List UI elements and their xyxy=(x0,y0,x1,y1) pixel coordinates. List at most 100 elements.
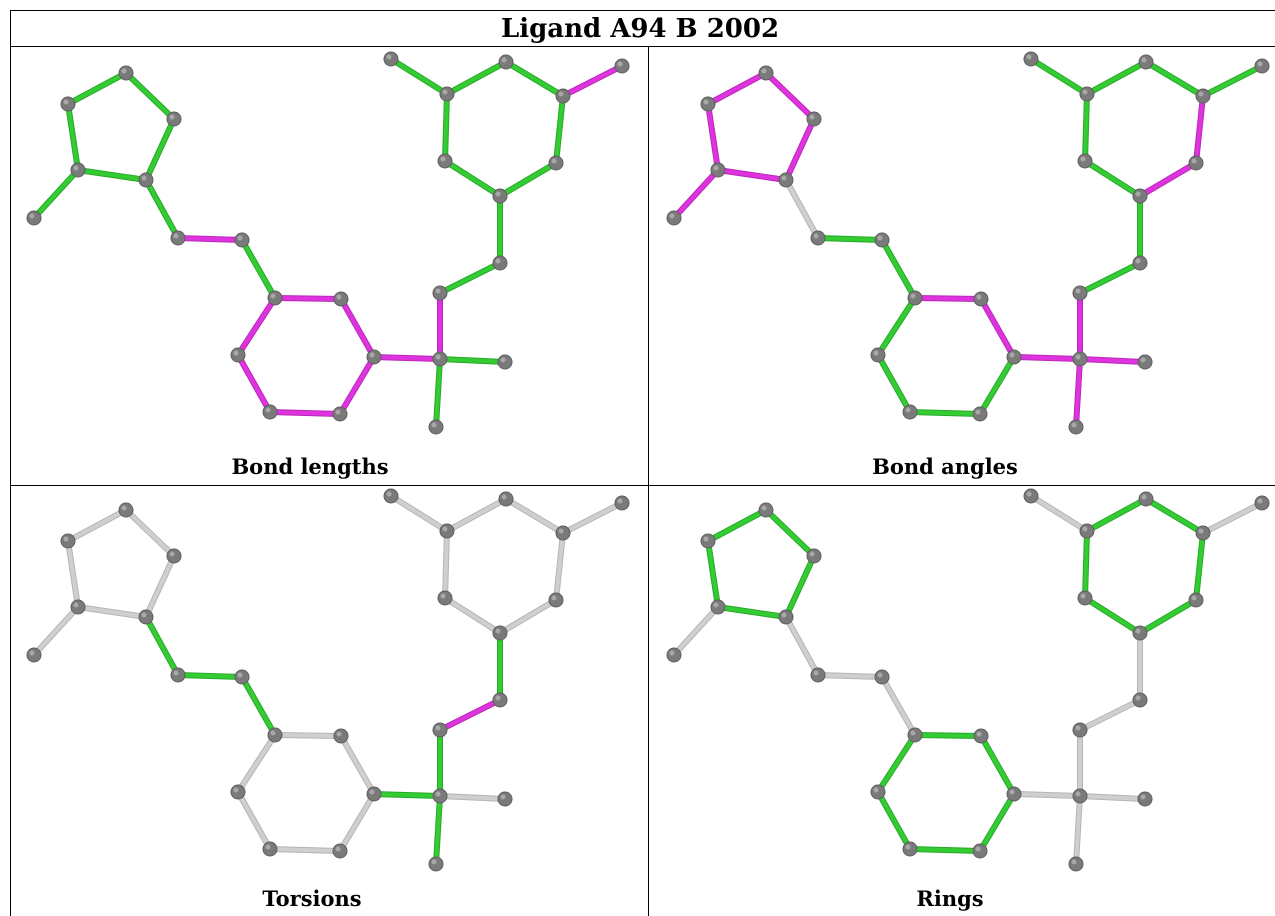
atom-highlight xyxy=(169,551,175,557)
bond xyxy=(672,168,720,220)
atom xyxy=(118,502,134,518)
bond xyxy=(32,605,80,657)
bond xyxy=(144,615,180,677)
atom-highlight xyxy=(63,536,69,542)
bond xyxy=(268,410,342,416)
bond xyxy=(338,355,376,416)
atom-highlight xyxy=(1141,494,1147,500)
atom-highlight xyxy=(809,551,815,557)
bond xyxy=(236,353,272,414)
bond xyxy=(880,675,917,737)
bond xyxy=(554,531,565,602)
atom xyxy=(432,722,448,738)
atom xyxy=(383,488,399,504)
atom-highlight xyxy=(335,846,341,852)
atom xyxy=(1072,285,1088,301)
atom xyxy=(1079,523,1095,539)
bond xyxy=(1144,497,1205,535)
atom-highlight xyxy=(1009,789,1015,795)
atom xyxy=(806,111,822,127)
atom xyxy=(758,65,774,81)
bond xyxy=(1201,64,1264,98)
atom xyxy=(492,255,508,271)
bond xyxy=(706,102,720,172)
atom xyxy=(332,843,348,859)
atom xyxy=(1132,188,1148,204)
atom-highlight xyxy=(877,235,883,241)
atom xyxy=(497,791,513,807)
atom-highlight xyxy=(495,695,501,701)
bond xyxy=(443,92,449,163)
bond xyxy=(716,605,788,619)
bond xyxy=(764,508,816,558)
atom xyxy=(432,285,448,301)
atom-highlight xyxy=(617,61,623,67)
atom xyxy=(230,784,246,800)
atom xyxy=(60,96,76,112)
atom-highlight xyxy=(1135,191,1141,197)
bond xyxy=(561,64,624,98)
atom xyxy=(1023,488,1039,504)
atom-highlight xyxy=(1191,158,1197,164)
atom-highlight xyxy=(703,536,709,542)
bond xyxy=(1029,57,1089,96)
atom-highlight xyxy=(500,357,506,363)
bond xyxy=(1074,357,1082,429)
atom-layer xyxy=(26,51,630,435)
bond xyxy=(498,598,558,635)
atom-highlight xyxy=(265,407,271,413)
atom-highlight xyxy=(551,158,557,164)
bond xyxy=(1083,596,1142,635)
atom xyxy=(1079,86,1095,102)
atom xyxy=(810,230,826,246)
atom xyxy=(1072,722,1088,738)
bond xyxy=(1078,261,1142,295)
bond xyxy=(784,615,820,677)
atom xyxy=(1195,88,1211,104)
atom-highlight xyxy=(73,165,79,171)
bond xyxy=(339,297,376,359)
atom-highlight xyxy=(270,293,276,299)
atom-highlight xyxy=(910,293,916,299)
bond xyxy=(876,733,917,794)
atom-highlight xyxy=(169,114,175,120)
atom-highlight xyxy=(369,789,375,795)
atom xyxy=(437,153,453,169)
atom xyxy=(614,58,630,74)
bond xyxy=(443,529,449,600)
atom xyxy=(810,667,826,683)
atom xyxy=(333,728,349,744)
atom-highlight xyxy=(237,672,243,678)
atom xyxy=(907,290,923,306)
atom-highlight xyxy=(1135,258,1141,264)
atom-highlight xyxy=(1141,57,1147,63)
panel-caption: Rings xyxy=(916,886,983,911)
atom xyxy=(548,592,564,608)
bond xyxy=(389,57,449,96)
bond xyxy=(876,353,912,414)
bond xyxy=(1194,94,1205,165)
atom-highlight xyxy=(761,505,767,511)
atom xyxy=(439,523,455,539)
bond xyxy=(438,357,507,364)
bond xyxy=(443,159,502,198)
atom-highlight xyxy=(495,628,501,634)
bond xyxy=(443,596,502,635)
atom xyxy=(26,647,42,663)
atom-highlight xyxy=(761,68,767,74)
bond xyxy=(438,794,507,801)
atom-highlight xyxy=(558,91,564,97)
bond xyxy=(504,60,565,98)
bond xyxy=(816,673,884,679)
atom-highlight xyxy=(905,844,911,850)
atom xyxy=(1068,856,1084,872)
atom xyxy=(170,230,186,246)
atom-highlight xyxy=(173,670,179,676)
bond xyxy=(1012,792,1082,798)
panel-caption: Torsions xyxy=(262,886,361,911)
panel-caption: Bond angles xyxy=(872,454,1018,479)
atom-highlight xyxy=(1198,528,1204,534)
bond xyxy=(438,698,502,732)
atom-highlight xyxy=(500,794,506,800)
bond xyxy=(236,296,277,357)
